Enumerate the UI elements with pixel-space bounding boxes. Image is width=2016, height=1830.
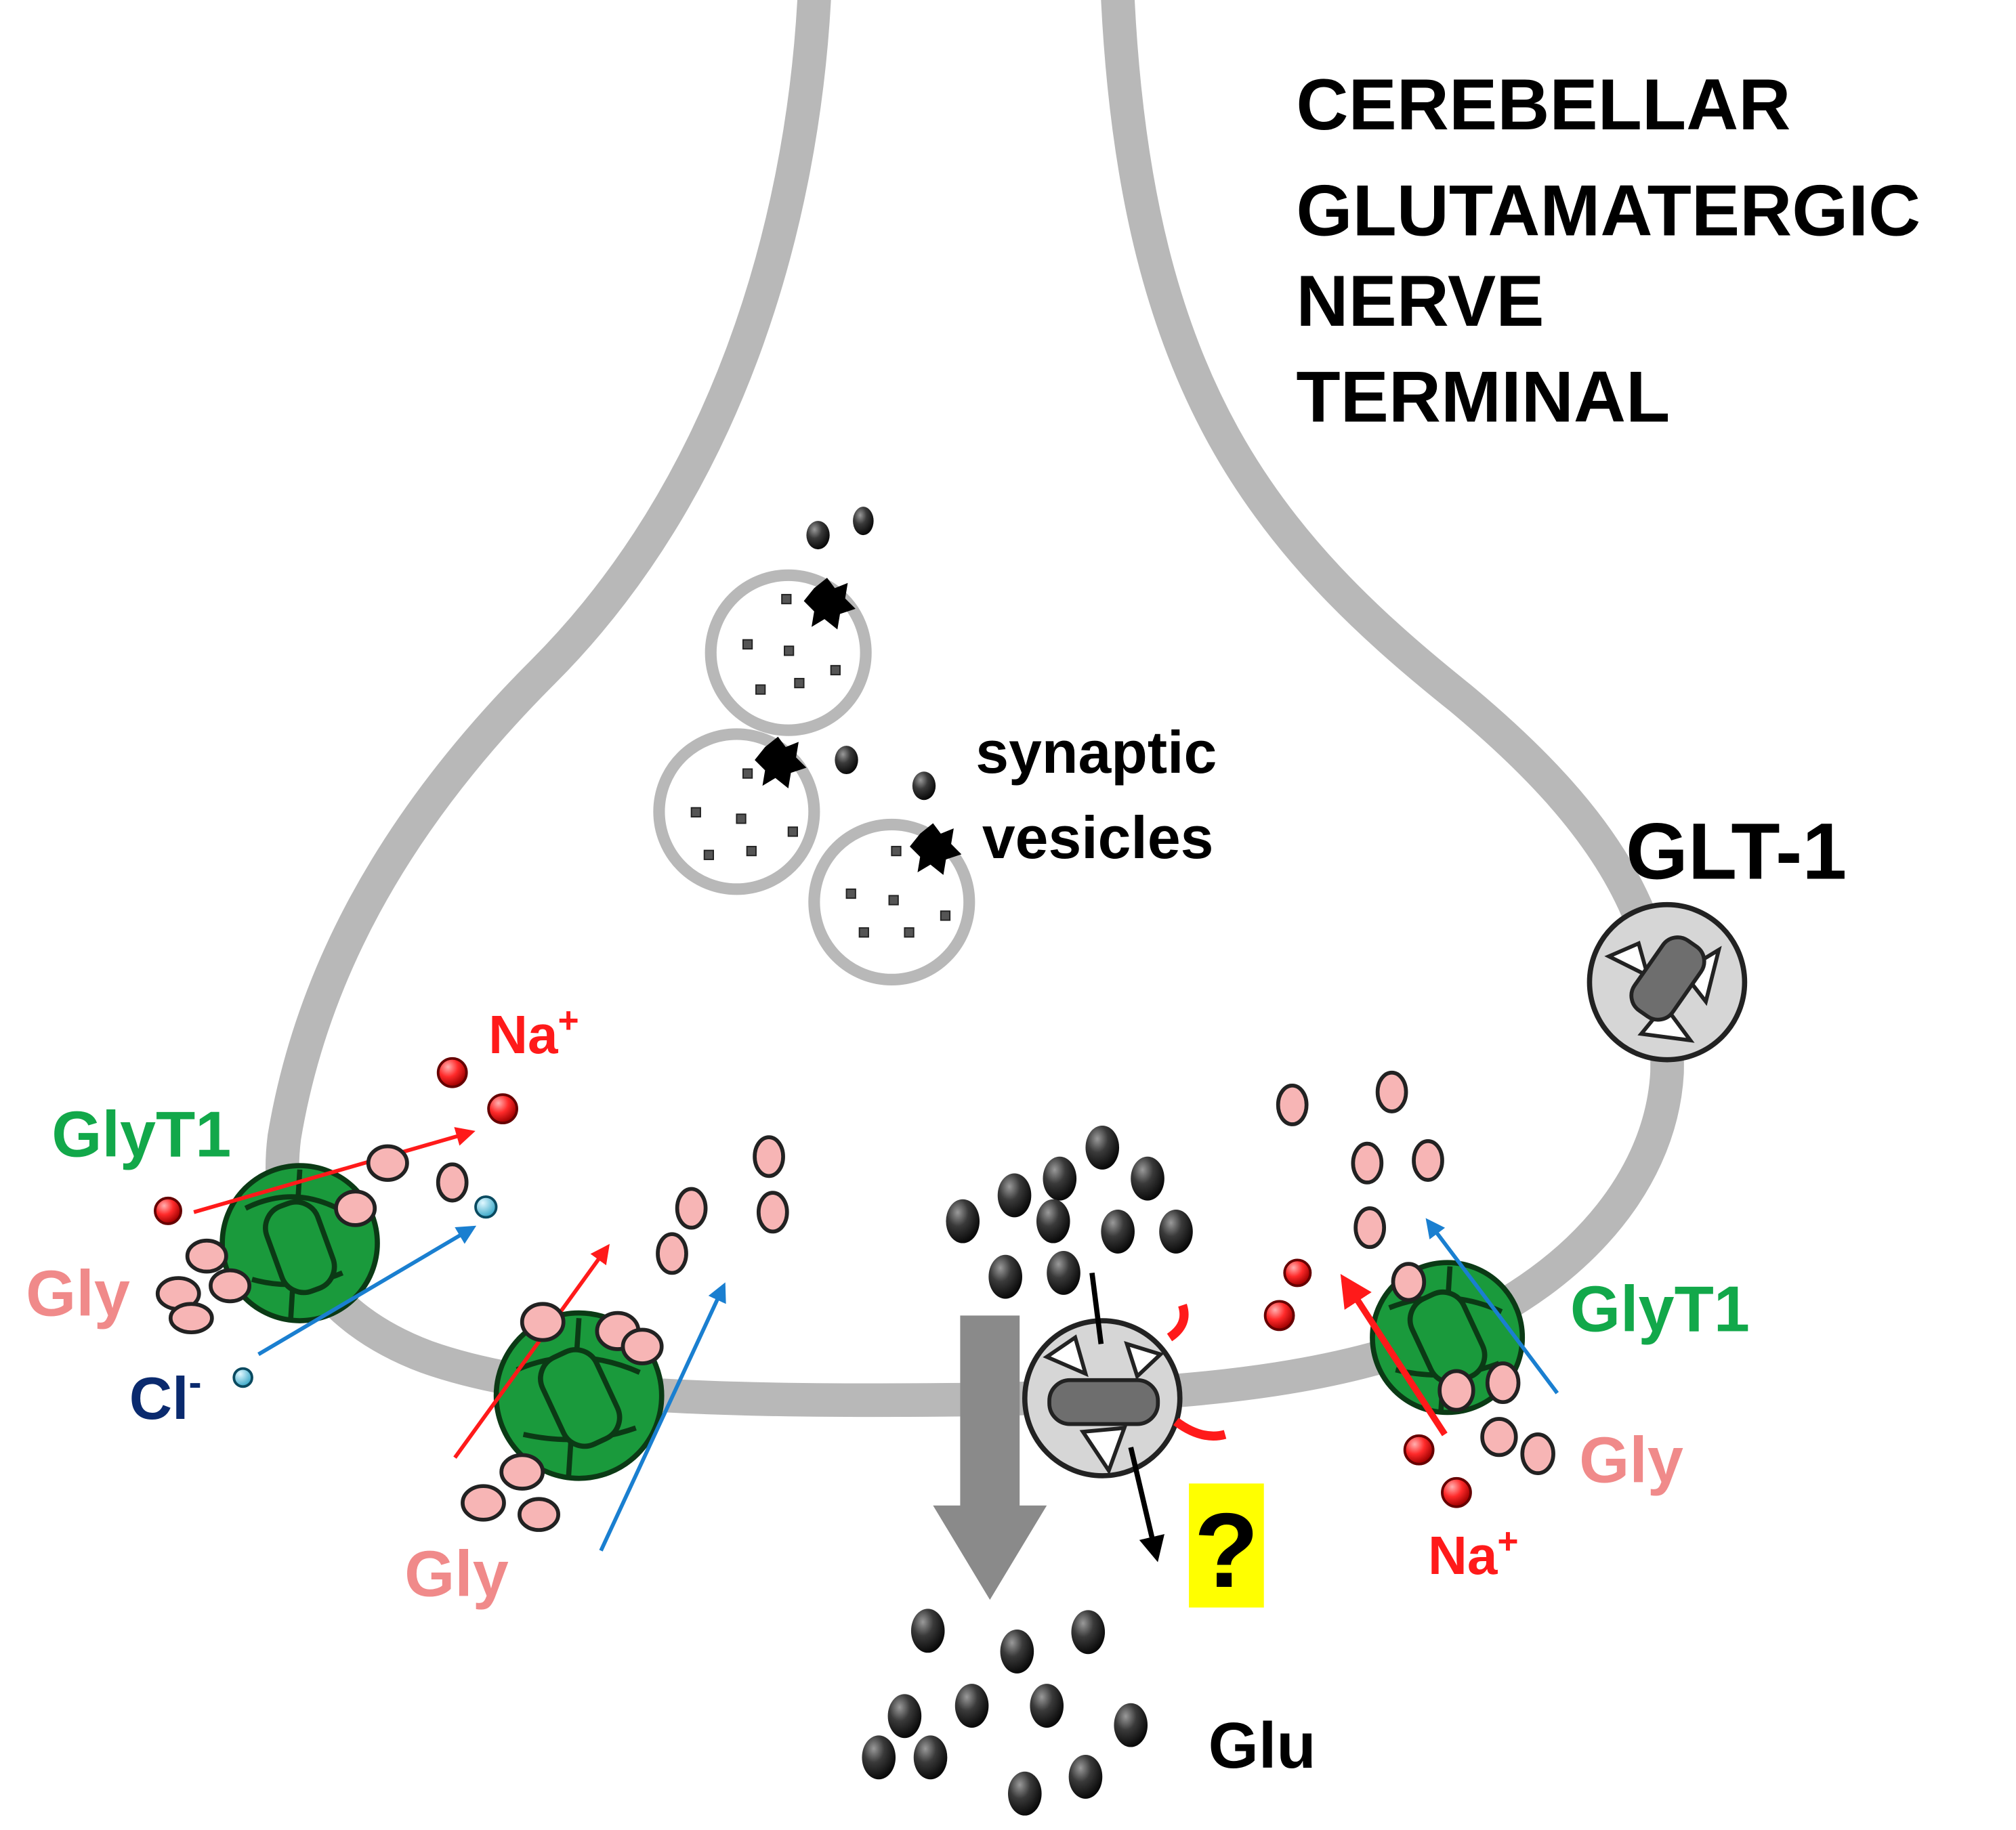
cl-text: Cl bbox=[129, 1365, 189, 1432]
glt1-transporter-icon bbox=[1022, 1318, 1183, 1478]
title-line-2: GLUTAMATERGIC bbox=[1296, 170, 1920, 251]
synaptic-vesicles-label-2: vesicles bbox=[982, 805, 1214, 871]
glutamate-intracellular bbox=[946, 1125, 1193, 1299]
cl-arrow-right bbox=[1425, 1218, 1559, 1395]
gly-middle-label: Gly bbox=[404, 1538, 509, 1610]
na-bottom-label: Na+ bbox=[1428, 1521, 1519, 1586]
glu-label: Glu bbox=[1209, 1710, 1316, 1782]
release-arrow-icon bbox=[933, 1315, 1047, 1600]
synaptic-vesicles-label-1: synaptic bbox=[975, 719, 1217, 786]
question-mark: ? bbox=[1194, 1491, 1259, 1610]
sodium-ions bbox=[154, 1057, 1472, 1508]
cl-minus: - bbox=[189, 1361, 202, 1405]
na-top-label: Na+ bbox=[488, 1001, 579, 1065]
glu-efflux-arrow bbox=[1089, 1272, 1104, 1344]
na-top-text: Na bbox=[488, 1004, 559, 1065]
na-top-plus: + bbox=[558, 1001, 579, 1041]
gly-right-label: Gly bbox=[1579, 1424, 1683, 1496]
glutamate-released bbox=[862, 1609, 1148, 1816]
glyt1-left-label: GlyT1 bbox=[51, 1099, 231, 1171]
glycine-particles bbox=[155, 1070, 1555, 1532]
question-box bbox=[1189, 1483, 1264, 1608]
title-line-1: CEREBELLAR bbox=[1296, 64, 1790, 145]
na-arrow-right bbox=[1340, 1273, 1448, 1437]
title-line-3: NERVE bbox=[1296, 260, 1544, 341]
na-bottom-text: Na bbox=[1428, 1525, 1498, 1586]
red-curve-arrow-bottom bbox=[1173, 1418, 1227, 1441]
gly-left-label: Gly bbox=[26, 1258, 130, 1329]
synaptic-vesicle-icon bbox=[653, 507, 975, 985]
glt1-transporter-icon bbox=[1587, 901, 1748, 1063]
glyt1-right-label: GlyT1 bbox=[1570, 1273, 1750, 1345]
glt1-label: GLT-1 bbox=[1626, 807, 1847, 897]
title-line-4: TERMINAL bbox=[1296, 356, 1670, 437]
glu-out-arrow bbox=[1128, 1447, 1164, 1562]
cl-arrow-left bbox=[257, 1225, 477, 1357]
chloride-ion bbox=[474, 1195, 498, 1219]
glyt1-transporter-icon bbox=[493, 1310, 665, 1481]
na-arrow-left bbox=[193, 1127, 476, 1214]
cl-label: Cl- bbox=[129, 1361, 202, 1432]
cl-arrow-middle bbox=[599, 1282, 726, 1552]
chloride-ion bbox=[232, 1367, 253, 1388]
na-bottom-plus: + bbox=[1497, 1521, 1518, 1561]
red-curve-arrow-top bbox=[1167, 1304, 1189, 1342]
na-arrow-middle bbox=[453, 1243, 610, 1459]
